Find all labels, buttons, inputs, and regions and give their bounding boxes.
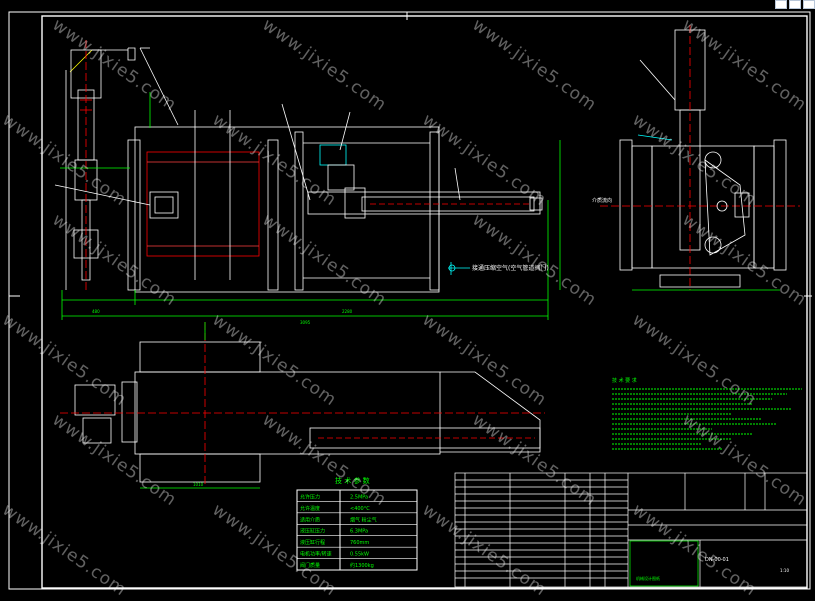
- tech-param-key: 允许压力: [300, 493, 320, 500]
- company-label: 机械设计图纸: [636, 575, 660, 581]
- tech-param-key: 液压缸压力: [300, 528, 325, 535]
- drawing-number: DN-00-01: [705, 557, 729, 563]
- front-view: [54, 40, 561, 320]
- top-bar: [0, 0, 815, 8]
- tech-param-key: 阀门质量: [300, 562, 320, 569]
- flow-label: 介质流向: [592, 197, 612, 204]
- tech-param-key: 允许温度: [300, 505, 320, 512]
- dim-main: 2280: [342, 309, 353, 314]
- tech-params-title: 技 术 参 数: [335, 476, 370, 485]
- tech-param-key: 液压缸行程: [300, 539, 325, 546]
- top-view: [60, 322, 545, 489]
- dim-total: 3095: [300, 320, 311, 325]
- title-block: [454, 472, 808, 588]
- pipe-label: 接通压缩空气(空气管道阀门): [472, 264, 549, 272]
- tech-param-key: 适用介质: [300, 516, 320, 523]
- tech-param-value: 2.5MPa: [350, 494, 368, 500]
- tech-notes: 技 术 要 求: [612, 377, 802, 450]
- tech-param-key: 电机功率/转速: [300, 551, 332, 558]
- tech-param-value: <400°C: [350, 506, 370, 512]
- corner-tab-2[interactable]: [789, 0, 801, 9]
- side-view: [600, 25, 800, 291]
- dim-top-view: 1010: [193, 482, 204, 487]
- tech-notes-title: 技 术 要 求: [612, 377, 637, 384]
- dim-left: 480: [92, 309, 100, 314]
- inner-frame: [41, 15, 808, 589]
- tech-param-value: 6.3MPa: [350, 529, 368, 535]
- tech-param-value: 0.55kW: [350, 552, 369, 558]
- tech-param-value: 760mm: [350, 540, 369, 546]
- tech-param-value: 约1300kg: [350, 562, 374, 569]
- corner-tab-1[interactable]: [775, 0, 787, 9]
- drawing-scale: 1:10: [780, 568, 789, 573]
- tech-param-value: 烟气 粉尘气: [350, 516, 377, 523]
- outer-frame: [8, 11, 811, 590]
